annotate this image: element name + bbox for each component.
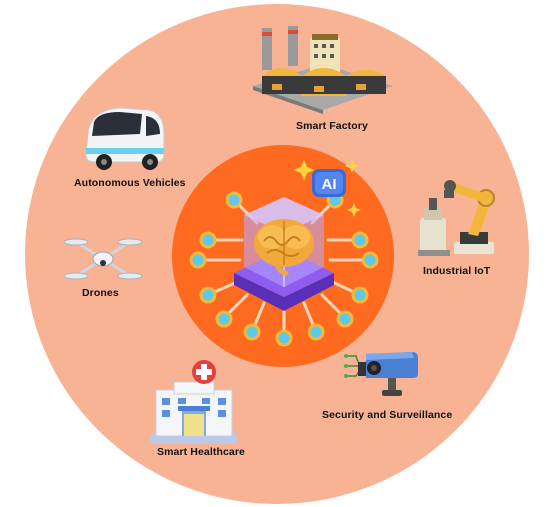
ai-badge: [312, 169, 346, 197]
robotic-arm-icon: [416, 176, 500, 258]
hospital-icon: [144, 358, 244, 448]
circuit-node: [307, 323, 325, 341]
smart-factory-label: Smart Factory: [296, 120, 368, 132]
circuit-node: [199, 231, 217, 249]
drones-label: Drones: [82, 287, 119, 299]
smart-factory-icon: [248, 24, 398, 114]
industrial-iot-label: Industrial IoT: [423, 265, 491, 277]
autonomous-vehicles-label: Autonomous Vehicles: [74, 177, 186, 189]
circuit-node: [351, 286, 369, 304]
security-surveillance-label: Security and Surveillance: [322, 409, 453, 421]
ai-chip-illustration: AI: [189, 159, 379, 347]
circuit-node: [199, 286, 217, 304]
sparkle-icon: [293, 159, 361, 217]
circuit-node: [361, 251, 379, 269]
circuit-node: [225, 191, 243, 209]
security-camera-icon: [344, 348, 420, 402]
circuit-node: [275, 329, 293, 347]
circuit-node: [215, 310, 233, 328]
smart-healthcare-label: Smart Healthcare: [157, 446, 245, 458]
circuit-node: [336, 310, 354, 328]
autonomous-vehicle-icon: [80, 104, 170, 172]
circuit-node: [351, 231, 369, 249]
circuit-nodes: [189, 191, 379, 347]
drone-icon: [60, 232, 146, 286]
brain-icon: [254, 219, 314, 276]
circuit-node: [189, 251, 207, 269]
circuit-node: [243, 323, 261, 341]
ai-badge-text: AI: [322, 176, 337, 193]
